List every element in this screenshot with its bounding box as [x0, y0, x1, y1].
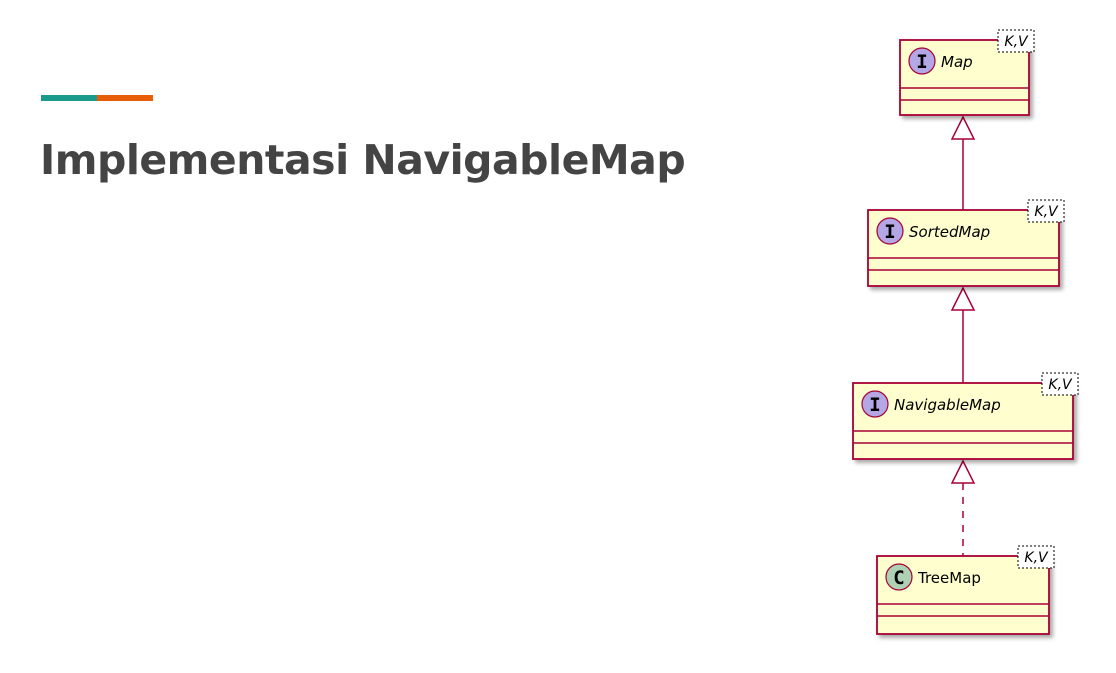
stereotype-letter: I: [884, 221, 895, 243]
uml-edge-implements: [950, 459, 976, 556]
uml-node-name: TreeMap: [917, 569, 981, 587]
interface-stereotype-icon: [861, 390, 889, 418]
generic-param-label: K,V: [1024, 550, 1049, 566]
class-stereotype-icon: [885, 563, 913, 591]
generic-param-box: [997, 29, 1035, 53]
uml-edge-extends: [950, 286, 976, 383]
hollow-arrowhead-icon: [950, 115, 976, 140]
stereotype-letter: I: [916, 51, 927, 73]
generic-param-label: K,V: [1034, 204, 1059, 220]
accent-orange-segment: [97, 95, 153, 101]
uml-node-name: Map: [941, 53, 973, 71]
uml-edge-extends: [950, 115, 976, 210]
stereotype-letter: I: [869, 394, 880, 416]
uml-node-map: I Map K,V: [899, 29, 1035, 116]
interface-stereotype-icon: [908, 47, 936, 75]
generic-param-label: K,V: [1004, 34, 1029, 50]
uml-node-sortedmap: I SortedMap K,V: [867, 199, 1065, 287]
generic-param-box: [1017, 545, 1055, 569]
title-accent-bar: [41, 95, 153, 101]
interface-stereotype-icon: [876, 217, 904, 245]
generic-param-box: [1027, 199, 1065, 223]
hollow-arrowhead-icon: [950, 459, 976, 484]
generic-param-label: K,V: [1048, 377, 1073, 393]
uml-node-treemap: C TreeMap K,V: [876, 545, 1055, 635]
stereotype-letter: C: [893, 567, 904, 589]
accent-teal-segment: [41, 95, 97, 101]
generic-param-box: [1041, 372, 1079, 396]
slide-title: Implementasi NavigableMap: [40, 136, 686, 184]
uml-node-box: [852, 382, 1074, 460]
hollow-arrowhead-icon: [950, 286, 976, 311]
uml-node-name: SortedMap: [909, 223, 990, 241]
uml-node-navigablemap: I NavigableMap K,V: [852, 372, 1079, 460]
uml-node-name: NavigableMap: [894, 396, 1001, 414]
